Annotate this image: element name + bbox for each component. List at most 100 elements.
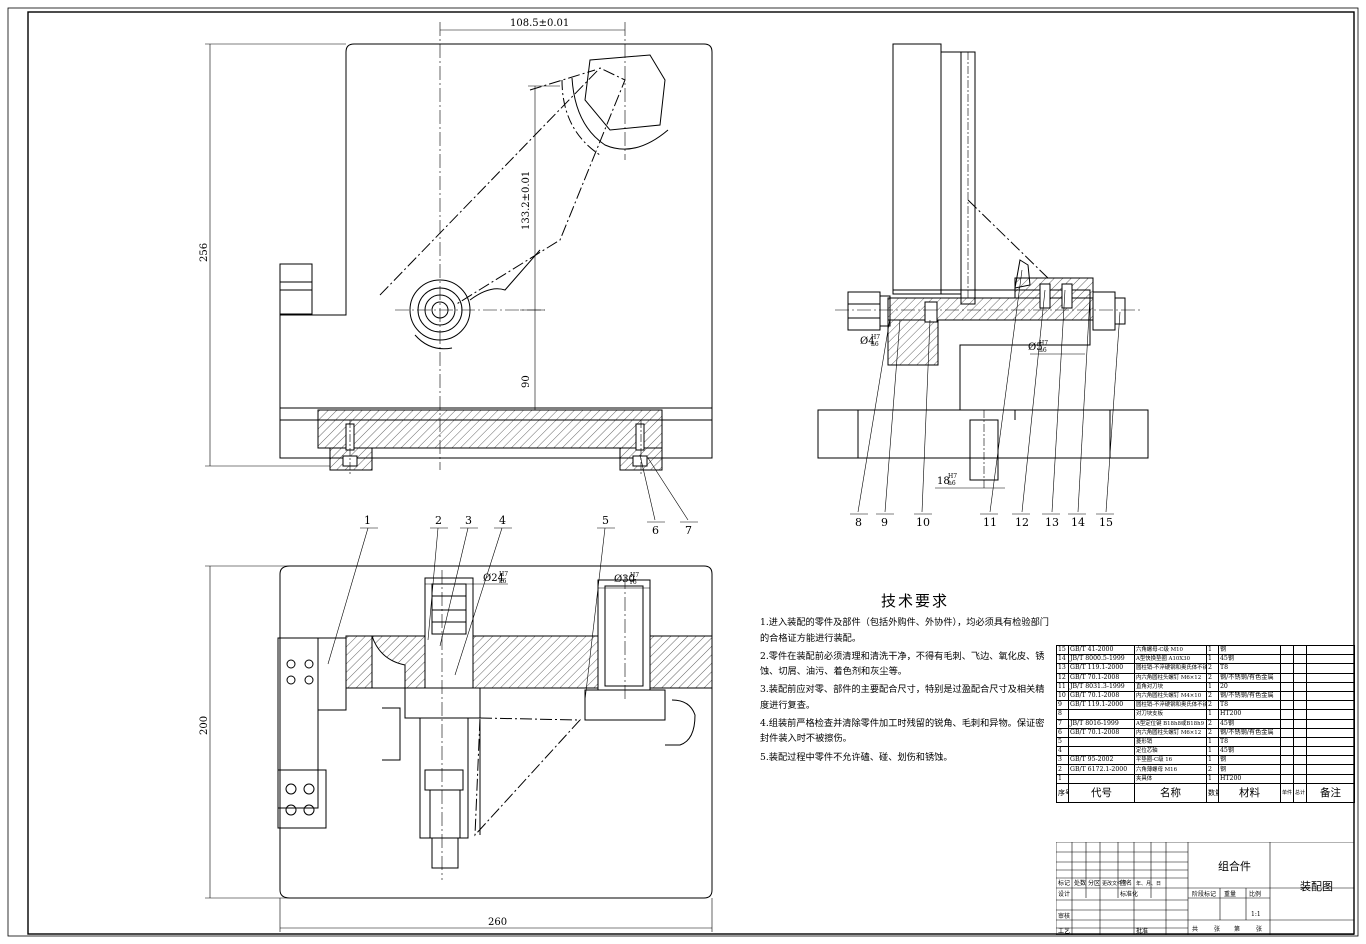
- tech-item: 4.组装前严格检查并清除零件加工时残留的锐角、毛刺和异物。保证密封件装入时不被擦…: [760, 718, 1045, 745]
- tb-drawing-name: 装配图: [1300, 880, 1333, 893]
- bom-empty-cell: [1306, 755, 1355, 766]
- tech-item: 2.零件在装配前必须清理和清洗干净，不得有毛刺、飞边、氧化皮、锈蚀、切屑、油污、…: [760, 650, 1045, 678]
- bom-material: T8: [1218, 700, 1281, 711]
- bom-empty-cell: [1306, 718, 1355, 729]
- bom-code: GB/T 41-2000: [1068, 644, 1135, 656]
- bom-name: 内六角圆柱头螺钉 M6×12: [1134, 727, 1207, 738]
- balloon-15: 15: [1099, 516, 1113, 529]
- bom-qty: 2: [1206, 718, 1219, 729]
- bom-empty-cell: [1280, 663, 1294, 674]
- bom-empty-cell: [1280, 755, 1294, 766]
- tb-weight: 重量: [1224, 890, 1236, 898]
- tb-sign: 签名: [1120, 879, 1132, 887]
- tb-sheet: 张: [1214, 925, 1220, 933]
- bom-seq: 13: [1056, 663, 1069, 674]
- bom-code: JB/T 8016-1999: [1068, 718, 1135, 729]
- bom-empty-cell: [1280, 690, 1294, 702]
- bom-empty-cell: [1306, 736, 1355, 748]
- bom-empty-cell: [1306, 672, 1355, 683]
- bom-empty-cell: [1293, 663, 1307, 674]
- bom-empty-cell: [1306, 700, 1355, 711]
- bom-seq: 14: [1056, 654, 1069, 665]
- bom-empty-cell: [1293, 727, 1307, 738]
- bom-empty-cell: [1306, 746, 1355, 757]
- tb-doc-no: 更改文件号: [1102, 880, 1127, 887]
- dim-260: 260: [488, 917, 507, 928]
- tb-total: 共: [1192, 925, 1198, 933]
- bom-seq: 2: [1056, 764, 1069, 775]
- title-block: 标记 处数 分区 更改文件号 签名 年、月、日 设计 标准化 审核 工艺 批准 …: [1056, 842, 1354, 935]
- bom-header-code: 代号: [1068, 782, 1135, 803]
- bom-name: 六角螺母-C级 M10: [1134, 644, 1207, 656]
- bom-material: 钢: [1218, 755, 1281, 766]
- bom-empty-cell: [1280, 773, 1294, 784]
- tb-date: 年、月、日: [1136, 880, 1161, 887]
- bom-empty-cell: [1306, 764, 1355, 775]
- bom-material: 45钢: [1218, 746, 1281, 757]
- bom-name: 对刀块支板: [1134, 709, 1207, 720]
- tech-requirements: 技术要求 1.进入装配的零件及部件（包括外购件、外协件），均必须具有检验部门的合…: [760, 592, 1050, 768]
- tb-scale: 比例: [1249, 890, 1261, 898]
- top-view: [277, 565, 713, 899]
- bom-seq: 1: [1056, 773, 1069, 784]
- bom-qty: 2: [1206, 700, 1219, 711]
- bom-empty-cell: [1280, 644, 1294, 656]
- balloon-4: 4: [499, 514, 506, 527]
- bom-name: A型定位键 B18h8或B18h9: [1134, 718, 1207, 729]
- balloon-6: 6: [652, 524, 659, 537]
- bom-header-material: 材料: [1218, 782, 1281, 803]
- dim-18-fit-bot: h6: [948, 480, 956, 487]
- bom-material: 45钢: [1218, 718, 1281, 729]
- bom-empty-cell: [1293, 654, 1307, 665]
- tech-item: 1.进入装配的零件及部件（包括外购件、外协件），均必须具有检验部门的合格证方能进…: [760, 617, 1049, 644]
- bom-qty: 2: [1206, 663, 1219, 674]
- dim-dia-30-fit-top: H7: [630, 572, 639, 579]
- side-view: [817, 43, 1149, 490]
- bom-code: [1068, 746, 1135, 757]
- balloon-1: 1: [364, 514, 371, 527]
- bom-name: 六角薄螺母 M16: [1134, 764, 1207, 775]
- dim-18-fit-top: H7: [948, 473, 957, 480]
- bom-code: [1068, 773, 1135, 784]
- tb-approve: 批准: [1136, 927, 1148, 935]
- bom-empty-cell: [1306, 681, 1355, 692]
- bom-name: 内六角圆柱头螺钉 M6×12: [1134, 672, 1207, 683]
- balloon-12: 12: [1015, 516, 1029, 529]
- bom-empty-cell: [1280, 700, 1294, 711]
- bom-header-qty: 数量: [1206, 782, 1219, 803]
- bom-empty-cell: [1293, 736, 1307, 748]
- bom-empty-cell: [1280, 727, 1294, 738]
- bom-qty: 2: [1206, 727, 1219, 738]
- bom-material: 钢/不锈钢/有色金属: [1218, 672, 1281, 683]
- tb-standard: 标准化: [1120, 890, 1138, 898]
- tb-review: 审核: [1058, 912, 1070, 920]
- tb-zone: 分区: [1088, 879, 1100, 887]
- dim-133-2: 133.2±0.01: [521, 171, 532, 230]
- bom-qty: 2: [1206, 764, 1219, 775]
- bom-empty-cell: [1280, 736, 1294, 748]
- bom-seq: 7: [1056, 718, 1069, 729]
- tech-requirements-title: 技术要求: [880, 592, 949, 610]
- bom-qty: 1: [1206, 736, 1219, 748]
- tb-page2: 张: [1256, 925, 1262, 933]
- bom-code: [1068, 709, 1135, 720]
- tb-assembly-name: 组合件: [1218, 859, 1251, 873]
- bom-empty-cell: [1293, 672, 1307, 683]
- bom-empty-cell: [1306, 644, 1355, 656]
- front-view: [279, 22, 713, 476]
- bom-empty-cell: [1293, 644, 1307, 656]
- bom-name: 夹具体: [1134, 773, 1207, 784]
- bom-empty-cell: [1306, 727, 1355, 738]
- bom-seq: 4: [1056, 746, 1069, 757]
- bom-empty-cell: [1293, 773, 1307, 784]
- top-hatched-section: [345, 635, 713, 689]
